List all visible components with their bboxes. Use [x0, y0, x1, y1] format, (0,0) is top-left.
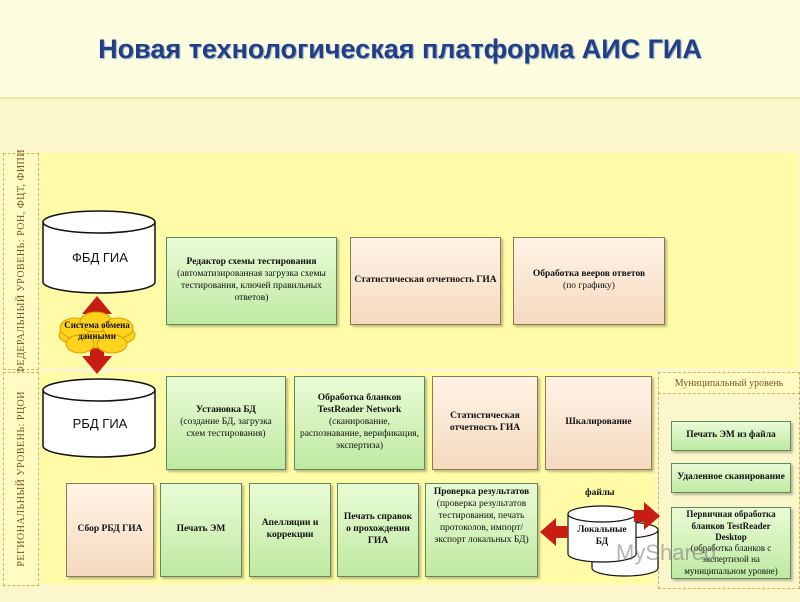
- watermark: MyShared: [616, 540, 717, 565]
- print-em-from-file-box: Печать ЭМ из файла: [671, 421, 791, 451]
- db-setup-box: Установка БД(создание БД, загрузка схем …: [166, 376, 286, 470]
- right-arrow: [634, 502, 660, 530]
- print-certificates-box: Печать справок о прохождении ГИА: [337, 483, 419, 577]
- primary-processing-box: Первичная обработка бланков TestReader D…: [671, 507, 791, 579]
- remote-scanning-box: Удаленное сканирование: [671, 463, 791, 493]
- scaling-box: Шкалирование: [545, 376, 652, 470]
- left-arrow: [540, 518, 568, 546]
- appeals-box: Апелляции и коррекции: [249, 483, 331, 577]
- regional-level-label: РЕГИОНАЛЬНЫЙ УРОВЕНЬ: РЦОИ: [3, 372, 39, 586]
- rbd-collection-box: Сбор РБД ГИА: [66, 483, 154, 577]
- fan-processing-box: Обработка вееров ответов(по графику): [513, 237, 665, 325]
- regional-stats-box: Статистическая отчетность ГИА: [432, 376, 538, 470]
- print-em-box: Печать ЭМ: [160, 483, 242, 577]
- fbd-label: ФБД ГИА: [72, 250, 128, 265]
- local-db-cylinder-front: [567, 505, 637, 563]
- results-check-box: Проверка результатов(проверка результато…: [425, 483, 538, 577]
- rbd-cylinder: [42, 378, 156, 458]
- form-processing-box: Обработка бланков TestReader Network(ска…: [294, 376, 425, 470]
- exchange-cloud: [58, 311, 136, 354]
- federal-level-label: ФЕДЕРАЛЬНЫЙ УРОВЕНЬ: РОН, ФЦТ, ФИПИ: [3, 149, 39, 374]
- exchange-label: Система обмена данными: [64, 320, 130, 341]
- files-label: файлы: [585, 488, 615, 498]
- rbd-label: РБД ГИА: [72, 416, 128, 431]
- page-title: Новая технологическая платформа АИС ГИА: [98, 34, 702, 64]
- editor-schema-box: Редактор схемы тестирования(автоматизиро…: [166, 237, 337, 325]
- local-db-label: Локальные БД: [577, 525, 627, 547]
- fbd-cylinder: [42, 210, 156, 294]
- federal-stats-box: Статистическая отчетность ГИА: [350, 237, 501, 325]
